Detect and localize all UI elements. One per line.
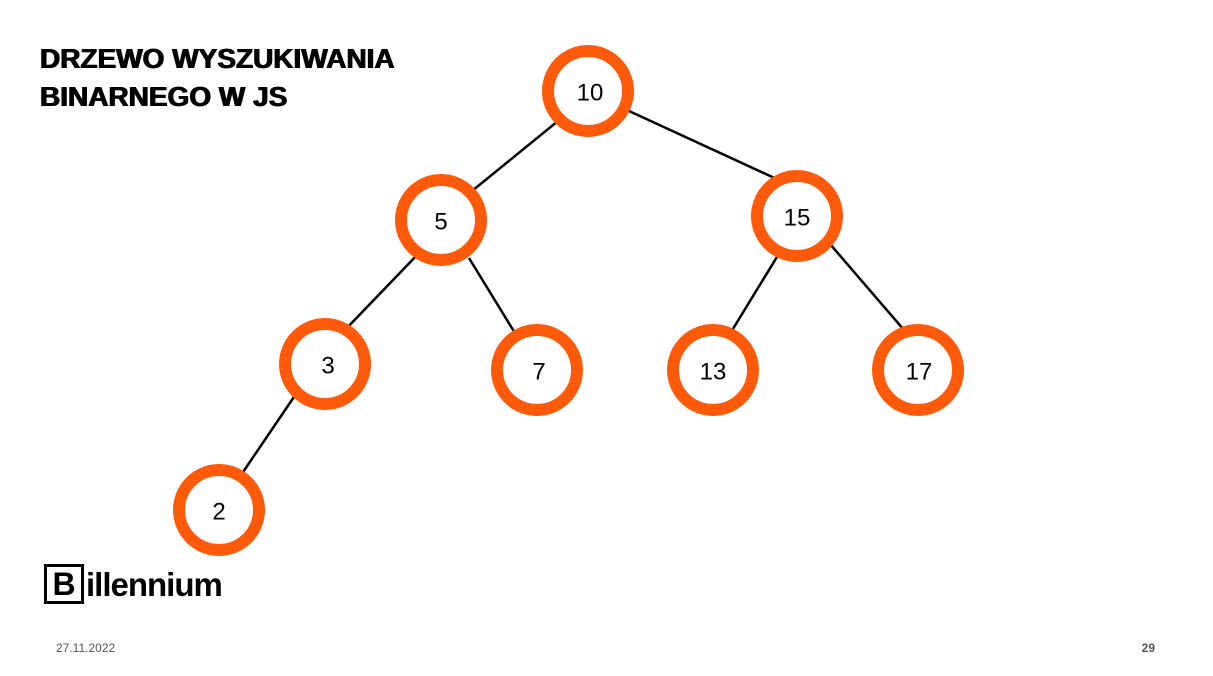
node-ring — [395, 174, 487, 266]
node-label: 13 — [700, 359, 727, 386]
page-number: 29 — [1141, 641, 1155, 655]
node-ring — [872, 324, 964, 416]
footer-date: 27.11.2022 — [56, 641, 116, 655]
billennium-logo: B illennium — [44, 561, 223, 607]
edge-3-2 — [237, 390, 300, 479]
edge-5-7 — [467, 257, 520, 339]
node-ring — [667, 324, 759, 416]
slide-title-line-2: BINARNEGO W JS — [40, 81, 288, 112]
logo-wordmark: illennium — [86, 565, 223, 603]
node-label: 17 — [906, 359, 933, 386]
tree-node-7: 7 — [491, 324, 583, 416]
node-label: 15 — [784, 205, 811, 232]
tree-node-3: 3 — [279, 318, 371, 410]
slide-title: DRZEWO WYSZUKIWANIA BINARNEGO W JS — [40, 40, 395, 116]
edge-5-3 — [343, 252, 420, 332]
node-ring — [279, 318, 371, 410]
node-label: 3 — [321, 353, 334, 380]
node-ring — [173, 464, 265, 556]
node-label: 5 — [434, 209, 447, 236]
edge-10-5 — [471, 120, 559, 192]
slide-title-line-1: DRZEWO WYSZUKIWANIA — [40, 43, 395, 74]
tree-node-17: 17 — [872, 324, 964, 416]
tree-node-10: 10 — [542, 45, 634, 137]
node-ring — [491, 324, 583, 416]
tree-node-15: 15 — [751, 170, 843, 262]
tree-node-13: 13 — [667, 324, 759, 416]
tree-node-5: 5 — [395, 174, 487, 266]
edge-15-17 — [829, 243, 905, 331]
logo-b-box: B — [44, 564, 84, 604]
edge-10-15 — [628, 109, 782, 183]
node-ring — [542, 45, 634, 137]
node-label: 10 — [577, 80, 604, 107]
node-label: 2 — [212, 499, 225, 526]
node-ring — [751, 170, 843, 262]
edge-15-13 — [726, 251, 782, 338]
node-label: 7 — [532, 359, 545, 386]
tree-node-2: 2 — [173, 464, 265, 556]
